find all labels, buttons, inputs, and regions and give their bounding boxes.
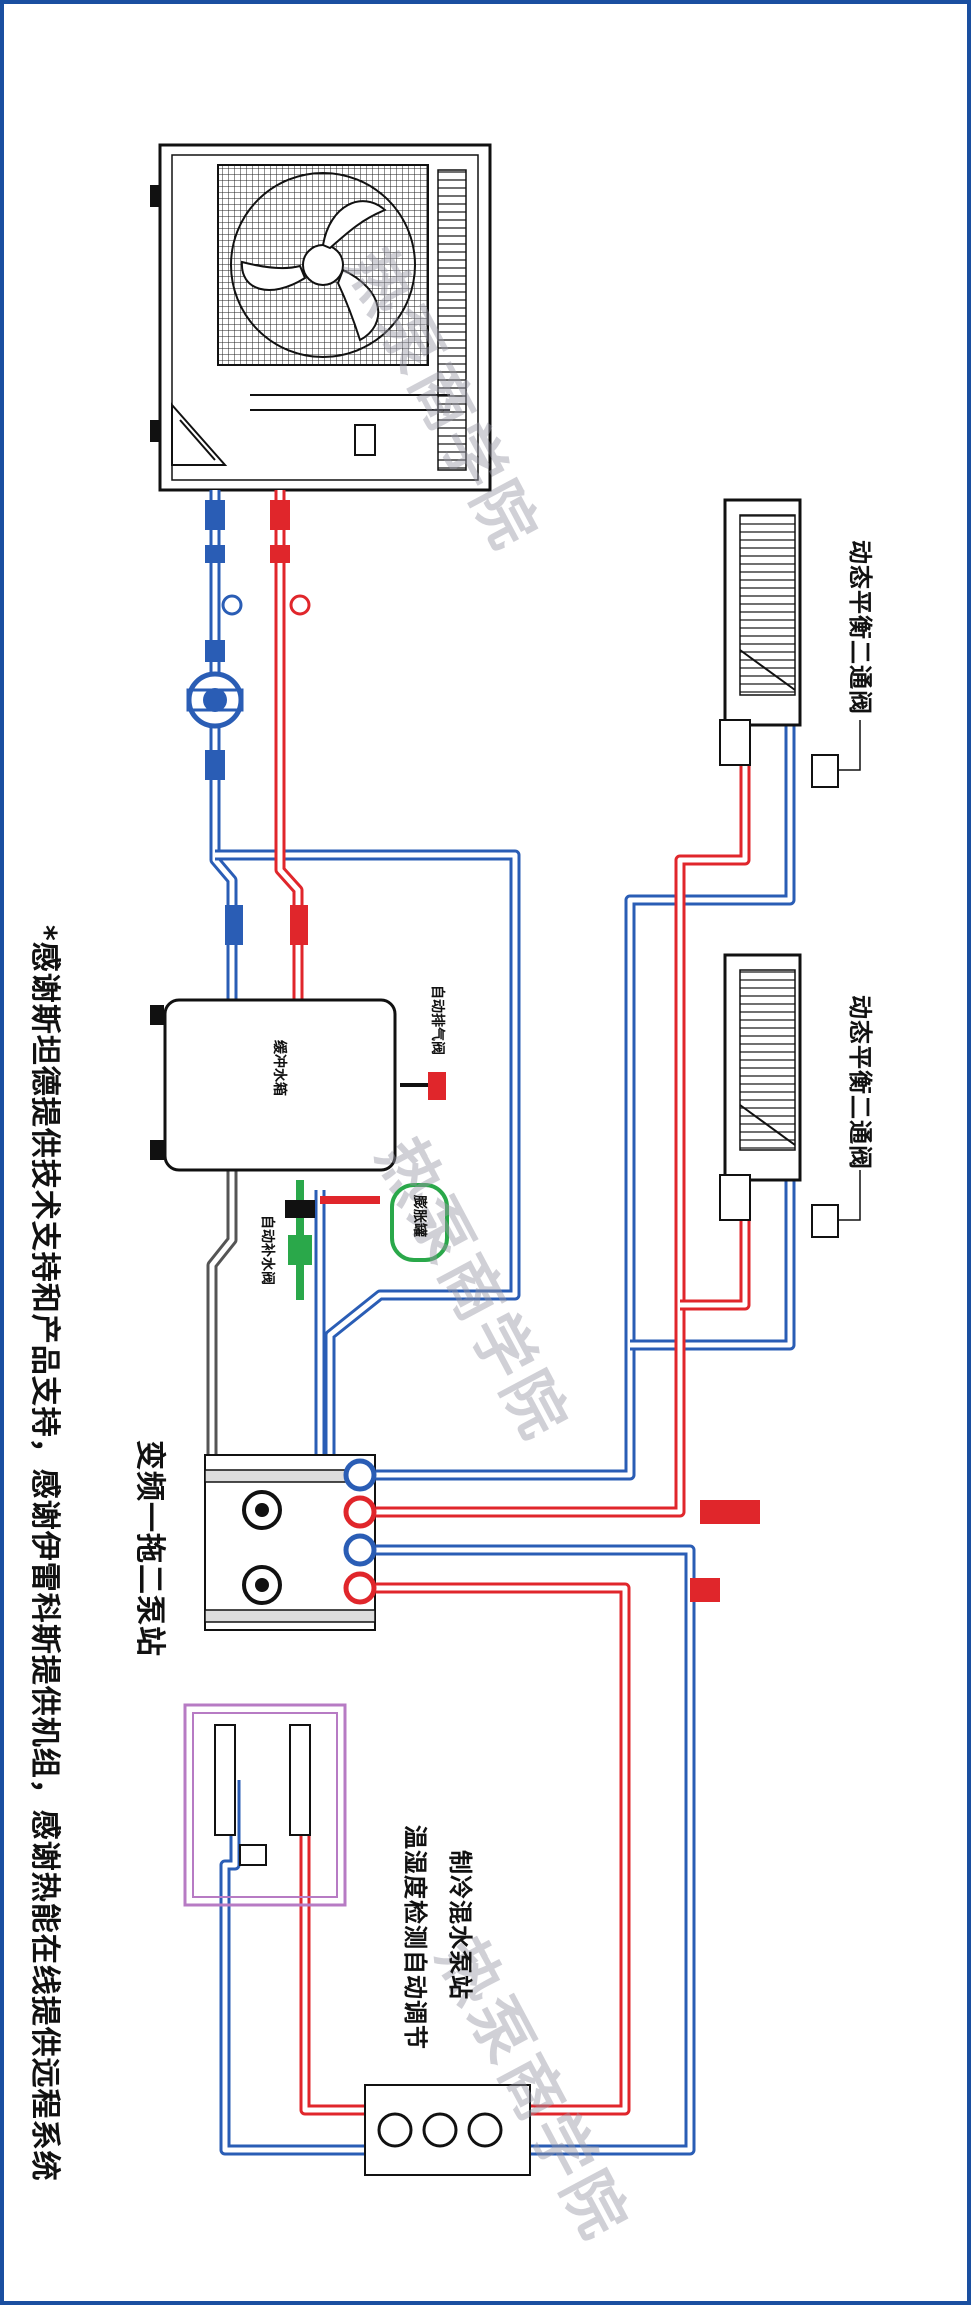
strainer [205,750,225,780]
mixing-station-sublabel: 温湿度检测自动调节 [401,1825,429,2050]
fan-coil-unit [719,953,802,1221]
auto-fill-label: 自动补水阀 [259,1215,275,1285]
supply-valve [290,905,308,945]
pump-station-manifold [204,1454,377,1631]
circulation-pump-icon [186,671,244,729]
two-way-valve [811,1170,861,1238]
air-vent-label: 自动排气阀 [429,985,445,1055]
mixing-pump-station [364,2084,531,2176]
buffer-tank [150,998,397,1172]
bypass-valve [700,1500,760,1524]
two-way-valve-label-lower: 动态平衡二通阀 [846,995,874,1170]
heat-pump-unit [150,143,492,492]
return-valve [225,905,243,945]
valve-set [205,500,311,662]
expansion-tank [390,1183,449,1262]
manifold [183,1703,347,1907]
bypass-valve [690,1578,720,1602]
auto-fill-valve [285,1180,380,1300]
mixing-station-label: 制冷混水泵站 [446,1850,474,2000]
air-vent-valve [400,1072,446,1100]
fan-icon [230,172,416,358]
buffer-tank-label: 缓冲水箱 [271,1040,287,1096]
supply-pipes [206,490,751,2116]
credits-note: *感谢斯坦德提供技术支持和产品支持，感谢伊雷科斯提供机组，感谢热能在线提供远程系… [27,925,62,2182]
two-way-valve [811,720,861,788]
expansion-tank-label: 膨胀罐 [411,1195,427,1237]
two-way-valve-label-upper: 动态平衡二通阀 [846,540,874,715]
fan-coil-unit [719,498,802,766]
pump-station-label: 变频一拖二泵站 [132,1440,167,1657]
